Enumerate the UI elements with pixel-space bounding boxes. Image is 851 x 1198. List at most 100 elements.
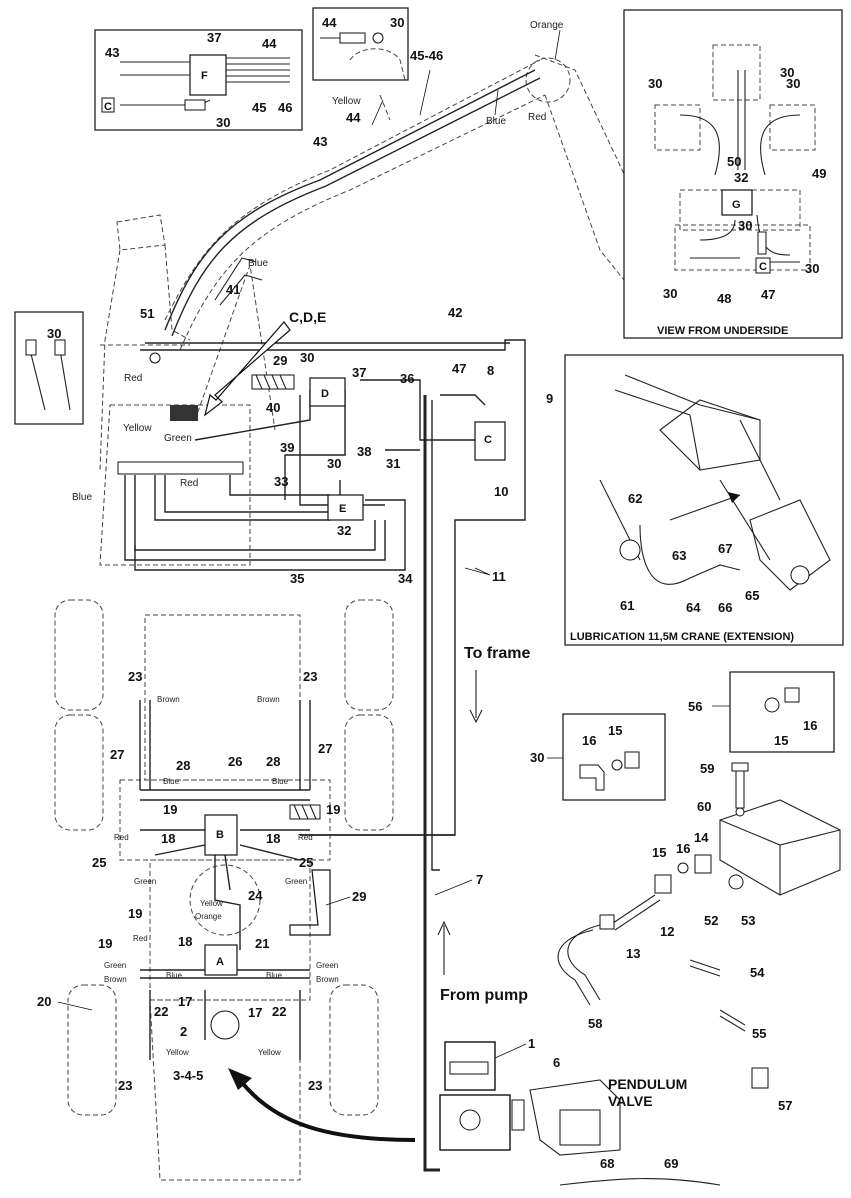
label-45-inset: 45 — [252, 100, 266, 115]
label-30-underside-bl: 30 — [663, 286, 677, 301]
label-10: 10 — [494, 484, 508, 499]
distributor-f-letter: F — [201, 70, 208, 82]
label-30-underside-left: 30 — [648, 76, 662, 91]
label-8: 8 — [487, 363, 494, 378]
frame-hoses — [99, 339, 526, 1172]
color-orange-chassis: Orange — [195, 912, 222, 921]
distributor-block-exploded — [719, 762, 841, 896]
color-blue-chassis-l: Blue — [163, 777, 180, 786]
color-green-front-l: Green — [104, 961, 126, 970]
label-7: 7 — [476, 872, 483, 887]
color-blue-chassis-r: Blue — [272, 777, 289, 786]
label-66: 66 — [718, 600, 732, 615]
label-33: 33 — [274, 474, 288, 489]
label-27-left: 27 — [110, 747, 124, 762]
color-green-front-r: Green — [316, 961, 338, 970]
label-15-elbow: 15 — [608, 723, 622, 738]
arrow-to-frame — [469, 670, 483, 724]
grease-pump — [439, 1041, 621, 1156]
label-19-right: 19 — [326, 802, 340, 817]
distributor-d-letter: D — [321, 388, 329, 400]
caption-view-underside: VIEW FROM UNDERSIDE — [657, 325, 788, 337]
distributor-c — [474, 421, 506, 461]
label-30-top: 30 — [390, 15, 404, 30]
label-60: 60 — [697, 799, 711, 814]
label-43-boom: 43 — [313, 134, 327, 149]
color-brown-front-l: Brown — [104, 975, 127, 984]
label-19-low: 19 — [128, 906, 142, 921]
arrow-from-pump — [437, 920, 451, 975]
label-25-right: 25 — [299, 855, 313, 870]
cde-arrow — [204, 321, 291, 417]
label-20: 20 — [37, 994, 51, 1009]
distributor-b-letter: B — [216, 829, 224, 841]
label-50: 50 — [727, 154, 741, 169]
label-44-top: 44 — [322, 15, 337, 30]
label-11: 11 — [492, 569, 506, 584]
color-red-cabin: Red — [124, 373, 142, 384]
label-19-left: 19 — [98, 936, 112, 951]
label-41: 41 — [226, 282, 240, 297]
label-31: 31 — [386, 456, 400, 471]
label-40: 40 — [266, 400, 280, 415]
label-69: 69 — [664, 1156, 678, 1171]
label-21: 21 — [255, 936, 269, 951]
label-22-left: 22 — [154, 1004, 168, 1019]
label-30-inset-left: 30 — [47, 326, 61, 341]
caption-lubrication-crane: LUBRICATION 11,5M CRANE (EXTENSION) — [570, 631, 794, 643]
inset-distributor-f — [94, 29, 303, 131]
label-15-56: 15 — [774, 733, 788, 748]
label-32-underside: 32 — [734, 170, 748, 185]
label-36: 36 — [400, 371, 414, 386]
label-42: 42 — [448, 305, 462, 320]
label-51: 51 — [140, 306, 154, 321]
label-45-46: 45-46 — [410, 48, 443, 63]
label-30-elbow: 30 — [530, 750, 544, 765]
color-blue-cabin: Blue — [248, 258, 268, 269]
color-brown-front-r: Brown — [316, 975, 339, 984]
label-37-inset: 37 — [207, 30, 221, 45]
color-yellow-cabin: Yellow — [123, 423, 152, 434]
label-39: 39 — [280, 440, 294, 455]
label-57: 57 — [778, 1098, 792, 1113]
color-green-chassis-r: Green — [285, 877, 307, 886]
label-48: 48 — [717, 291, 731, 306]
color-brown-tl: Brown — [157, 695, 180, 704]
label-18-right: 18 — [266, 831, 280, 846]
label-44-inset: 44 — [262, 36, 277, 51]
label-12: 12 — [660, 924, 674, 939]
label-15-row: 15 — [652, 845, 666, 860]
label-68: 68 — [600, 1156, 614, 1171]
inset-top-fitting — [312, 7, 409, 81]
label-19-mid: 19 — [163, 802, 177, 817]
color-red-boom: Red — [528, 112, 546, 123]
color-yellow-front-r: Yellow — [258, 1048, 281, 1057]
distributor-a — [204, 944, 238, 976]
label-30-underside-mid: 30 — [738, 218, 752, 233]
distributor-d — [309, 377, 346, 407]
label-47-underside: 47 — [761, 287, 775, 302]
caption-valve: VALVE — [608, 1093, 653, 1109]
caption-from-pump: From pump — [440, 987, 528, 1004]
color-orange-top: Orange — [530, 20, 564, 31]
c-marker-underside: C — [759, 261, 767, 273]
grease-nipple-51 — [149, 352, 161, 364]
color-blue-boom: Blue — [486, 116, 506, 127]
label-30-underside-top: 30 — [780, 65, 794, 80]
label-65: 65 — [745, 588, 759, 603]
color-red-chassis-l: Red — [114, 833, 129, 842]
label-52: 52 — [704, 913, 718, 928]
label-1: 1 — [528, 1036, 535, 1051]
label-28-right: 28 — [266, 754, 280, 769]
color-yellow-front-l: Yellow — [166, 1048, 189, 1057]
label-23-bl: 23 — [118, 1078, 132, 1093]
label-26: 26 — [228, 754, 242, 769]
label-2: 2 — [180, 1024, 187, 1039]
label-14: 14 — [694, 830, 709, 845]
hose-protection-29-top — [251, 374, 295, 390]
label-18-low: 18 — [178, 934, 192, 949]
label-30-e: 30 — [327, 456, 341, 471]
label-13: 13 — [626, 946, 640, 961]
label-30-inset-f: 30 — [216, 115, 230, 130]
label-27-right: 27 — [318, 741, 332, 756]
